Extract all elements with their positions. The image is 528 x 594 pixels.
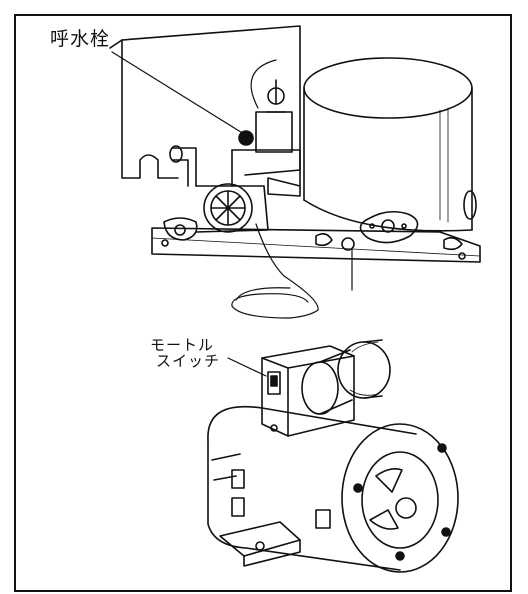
air-vent-plug-label: 呼水栓 [50, 28, 111, 50]
motor-switch-label-line2: スイッチ [156, 352, 221, 370]
pump-body [163, 79, 463, 251]
motor-switch-label-line1: モートル [150, 336, 215, 354]
pressure-switch-cable [231, 59, 319, 319]
base-plate [151, 227, 481, 263]
motor-assembly [207, 339, 459, 573]
figure-frame [14, 14, 512, 592]
pressure-tank [303, 57, 477, 244]
pump-cover-box [109, 25, 301, 179]
leader-motor-switch [227, 357, 267, 377]
leader-air-vent [111, 51, 245, 135]
